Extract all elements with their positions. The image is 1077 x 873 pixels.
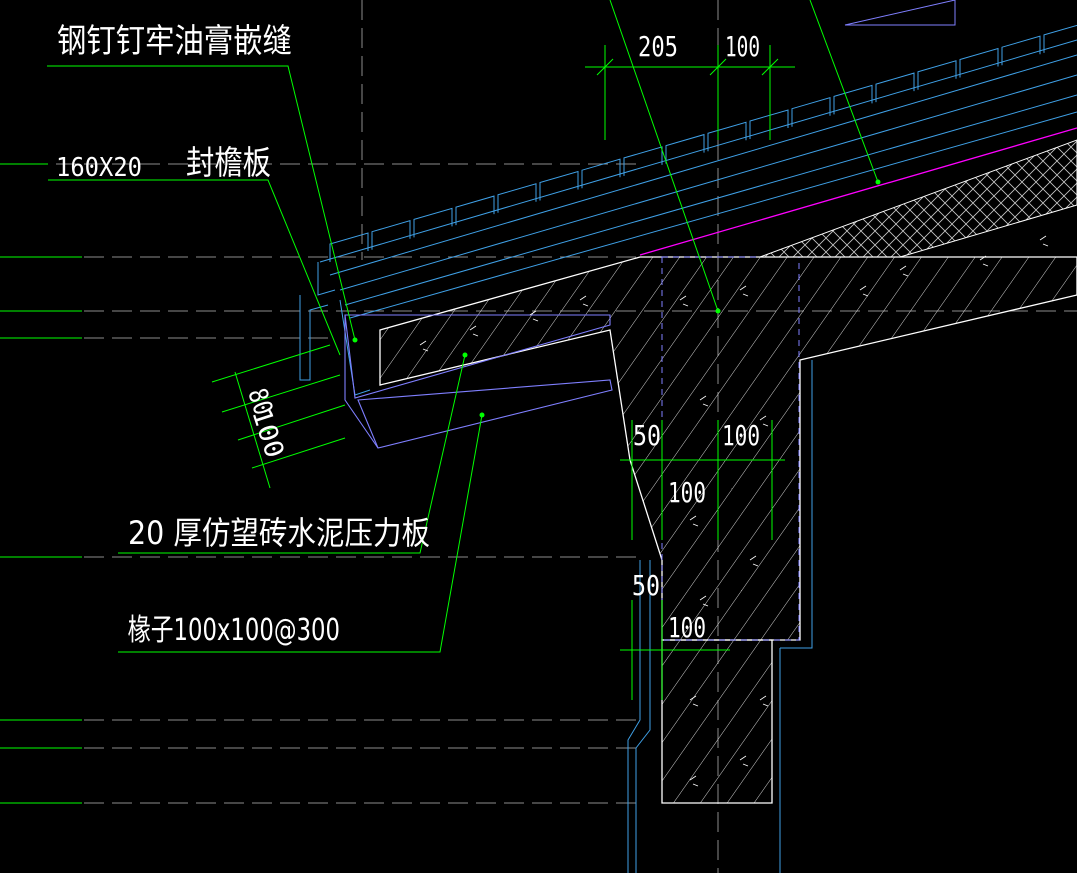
speckle-mark [899,265,909,277]
dim-eave-100: 100 [245,405,289,462]
tile-step [707,121,747,152]
speckle-mark [579,295,589,307]
speckle-mark [1039,235,1049,247]
tile-step [413,207,453,238]
dimension-lines-top [585,45,795,140]
concrete-beam [379,256,1077,804]
tile-step [917,60,957,90]
dim-top-right: 100 [725,30,760,63]
speckle-mark [529,310,539,322]
tile-steps [329,24,1077,262]
speckle-mark [739,285,749,297]
tile-step [623,146,663,176]
tile-step [329,232,369,262]
speckle-mark [699,395,709,407]
speckle-mark [689,515,699,527]
dimension-lines-eave [211,344,346,489]
tile-step [539,170,579,201]
tile-step [875,72,915,103]
speckle-mark [739,755,749,767]
tile-step [791,97,831,127]
wall-outline [627,360,813,873]
note-cement-board: 20 厚仿望砖水泥压力板 [128,514,430,552]
speckle-mark [749,555,759,567]
tile-step [371,220,411,250]
note-rafter: 椽子100x100@300 [128,613,340,648]
note-fascia-size: 160X20 [56,153,142,183]
leader-dots [352,179,881,418]
tile-step [665,133,705,164]
tile-step [833,84,873,115]
speckle-mark [759,695,769,707]
leader-lines [0,0,879,653]
insulation-layer [759,139,1077,258]
tile-step [455,195,495,226]
speckle-mark [419,340,429,352]
speckle-mark [689,775,699,787]
speckle-mark [759,415,769,427]
waterproof-membrane [639,127,1077,256]
speckle-mark [689,695,699,707]
dim-beam-50-lower: 50 [632,569,660,602]
speckle-mark [859,285,869,297]
speckle-mark [979,255,989,267]
dim-wall-100: 100 [668,611,706,644]
tile-step [749,109,789,139]
roof-tiles [299,39,1077,396]
dim-top-left: 205 [638,30,678,63]
note-fascia-name: 封檐板 [186,143,271,182]
note-nail-seal: 钢钉钉牢油膏嵌缝 [57,21,292,60]
speckle-mark [699,595,709,607]
roof-boards [344,314,613,449]
tile-step [497,183,537,213]
dim-beam-100-mid: 100 [668,476,706,509]
dimension-lines-beam [620,420,785,700]
speckle-mark [679,295,689,307]
concrete-speckles [419,235,1049,787]
tile-step [581,158,621,189]
tile-step [1043,24,1077,53]
dim-beam-50-upper: 50 [633,419,661,452]
tile-step [1001,35,1041,66]
left-ticks [0,256,82,804]
tile-step [959,47,999,78]
section-marker [844,0,956,26]
dim-beam-100-upper: 100 [722,419,760,452]
speckle-mark [469,325,479,337]
